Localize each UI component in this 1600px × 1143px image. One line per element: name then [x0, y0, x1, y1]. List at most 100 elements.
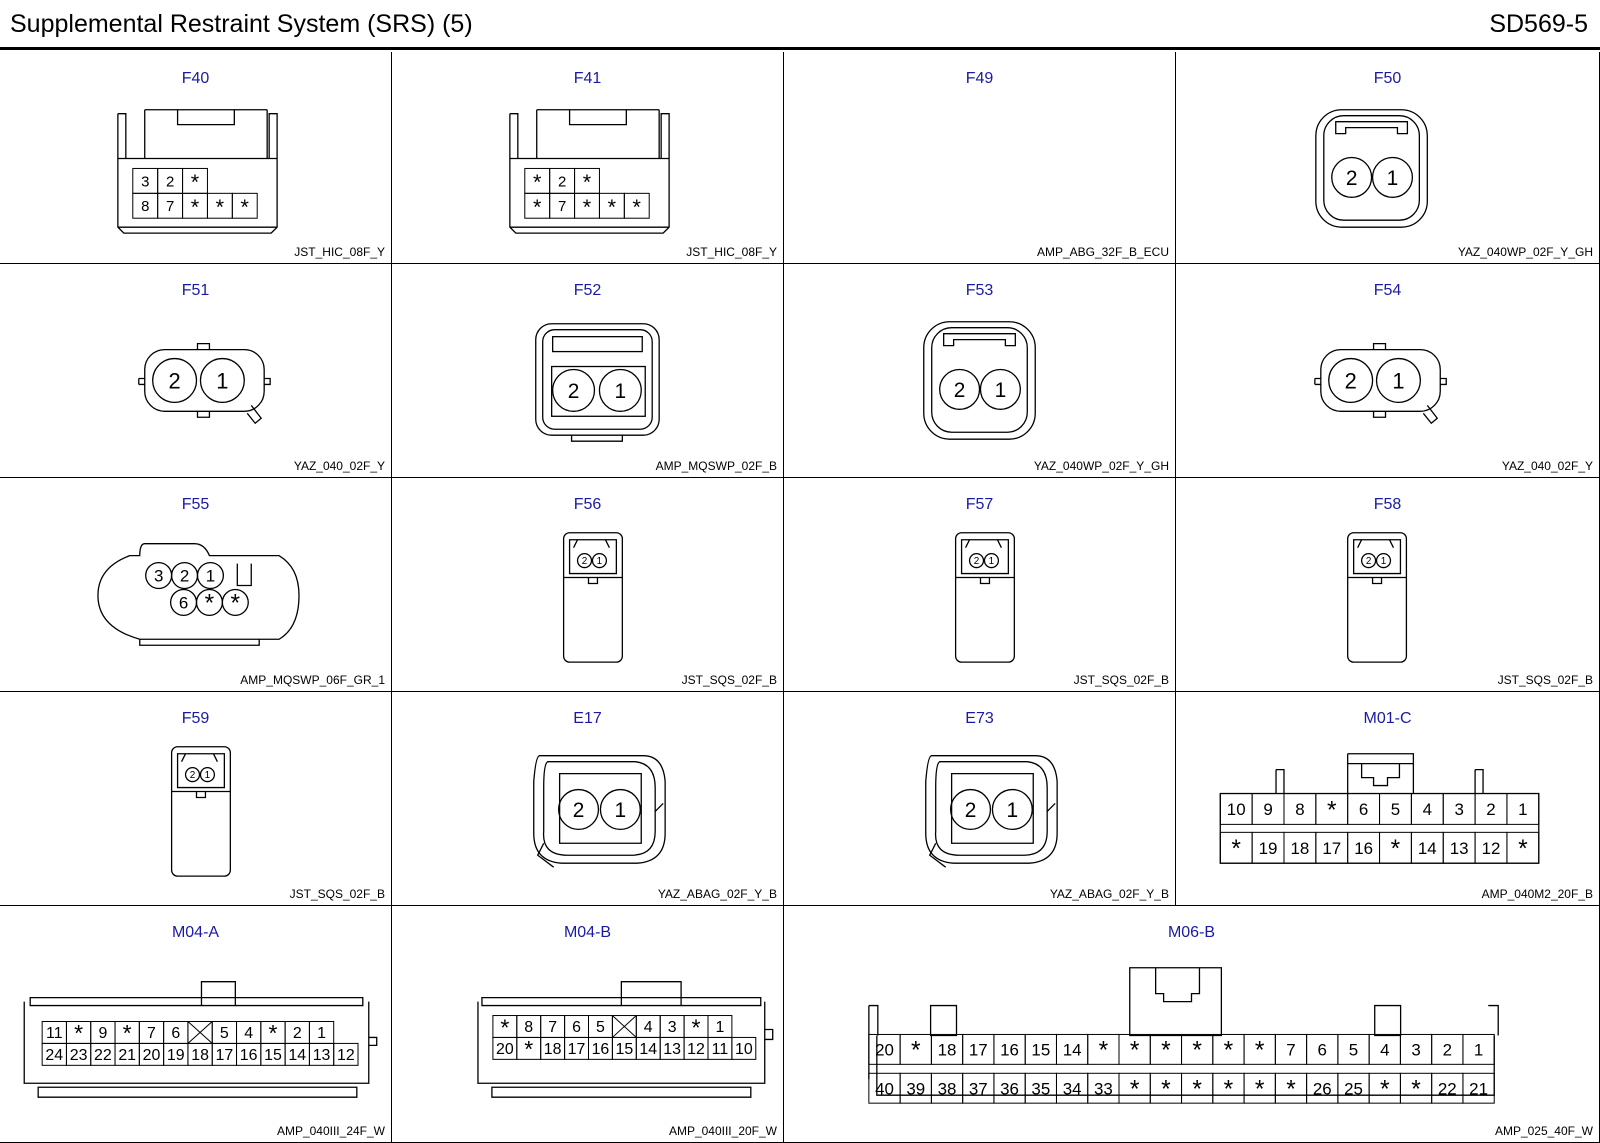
- pin-label: 14: [639, 1041, 657, 1058]
- housing-outline: [477, 981, 774, 1098]
- pin-cavity: [968, 552, 985, 569]
- pin-cell: [1462, 1033, 1495, 1065]
- housing-outline: [97, 543, 300, 640]
- pin-label: 1: [317, 1025, 326, 1042]
- pin-cavity: [949, 788, 992, 831]
- pin-label: 38: [938, 1079, 957, 1098]
- connector-id: F54: [1373, 282, 1402, 299]
- connector-type: YAZ_ABAG_02F_Y_B: [1049, 887, 1169, 901]
- housing-outline: [1347, 532, 1408, 663]
- housing-outline: [138, 342, 271, 425]
- pin-label: 18: [938, 1040, 957, 1059]
- housing-outline: [1320, 348, 1441, 412]
- pin-label: 7: [166, 198, 174, 215]
- pin-label: 21: [1469, 1079, 1488, 1098]
- connector-type: JST_SQS_02F_B: [289, 887, 385, 901]
- housing-outline: [533, 755, 666, 864]
- pin-label: 22: [94, 1047, 112, 1064]
- pin-label: 2: [180, 567, 189, 586]
- pin-cavity: [1375, 357, 1421, 403]
- pin-label: 1: [1381, 556, 1387, 567]
- housing-outline: [570, 435, 623, 442]
- housing-outline: [1323, 115, 1420, 221]
- pin-label: 15: [264, 1047, 282, 1064]
- pin-label: 2: [166, 173, 174, 190]
- housing-outline: [955, 539, 1015, 585]
- pin-label: 1: [716, 1019, 725, 1036]
- pin-label: *: [191, 194, 200, 219]
- pin-label: 13: [1450, 839, 1469, 858]
- pin-label: 9: [98, 1025, 107, 1042]
- pin-cavity: [221, 588, 249, 617]
- connector-type: JST_HIC_08F_Y: [686, 245, 777, 259]
- pin-label: *: [1255, 1038, 1265, 1065]
- pin-label: *: [1161, 1038, 1171, 1065]
- pin-label: *: [205, 591, 215, 618]
- pin-cavity: [199, 357, 245, 403]
- connector-type: JST_HIC_08F_Y: [294, 245, 385, 259]
- pin-label: 2: [558, 173, 566, 190]
- connector-diagram: *2**7***: [509, 109, 670, 234]
- pin-label: 1: [615, 799, 627, 822]
- pin-label: 23: [70, 1047, 88, 1064]
- pin-label: 2: [1486, 800, 1495, 819]
- connector-id: M04-A: [171, 924, 220, 941]
- pin-label: 14: [1063, 1040, 1082, 1059]
- connector-id: F41: [573, 70, 602, 87]
- pin-cavity: [599, 788, 641, 831]
- housing-outline: [1347, 539, 1407, 585]
- pin-label: 2: [582, 556, 588, 567]
- pin-label: *: [1327, 797, 1337, 824]
- pin-label: 2: [169, 368, 181, 393]
- pin-label: 2: [1345, 368, 1357, 393]
- pin-label: *: [1099, 1038, 1109, 1065]
- pin-label: 1: [205, 770, 211, 781]
- pin-label: 11: [46, 1025, 63, 1042]
- pin-label: *: [533, 169, 542, 194]
- pin-label: 1: [597, 556, 603, 567]
- pin-label: 5: [596, 1019, 605, 1036]
- pin-label: *: [1224, 1038, 1234, 1065]
- pin-label: 6: [1359, 800, 1368, 819]
- pin-label: 1: [1518, 800, 1527, 819]
- pin-cavity: [1331, 156, 1373, 198]
- housing-outline: [551, 365, 646, 417]
- pin-label: *: [1161, 1077, 1171, 1104]
- pin-label: 15: [615, 1041, 633, 1058]
- housing-outline: [552, 336, 643, 353]
- connector-type: YAZ_040WP_02F_Y_GH: [1033, 459, 1169, 473]
- connector-id: F58: [1373, 496, 1402, 513]
- pin-label: 12: [337, 1047, 355, 1064]
- connector-diagram: 161514131211109****4321323130*28272625*2…: [784, 52, 1175, 263]
- pin-label: 12: [687, 1041, 705, 1058]
- housing-outline: [954, 532, 1015, 663]
- pin-cavity: [979, 368, 1021, 410]
- pin-label: *: [123, 1020, 132, 1046]
- housing-outline: [1275, 753, 1484, 794]
- connector-type: AMP_MQSWP_06F_GR_1: [240, 673, 385, 687]
- pin-label: *: [1255, 1077, 1265, 1104]
- pin-label: 4: [1423, 800, 1432, 819]
- pin-label: *: [1231, 836, 1241, 863]
- pin-label: *: [1380, 1077, 1390, 1104]
- connector-type: AMP_ABG_32F_B_ECU: [1036, 245, 1169, 259]
- connector-type: YAZ_ABAG_02F_Y_B: [657, 887, 777, 901]
- pin-label: 6: [572, 1019, 581, 1036]
- pin-label: 5: [220, 1025, 229, 1042]
- pin-label: *: [74, 1020, 83, 1046]
- pin-label: 3: [141, 173, 149, 190]
- pin-label: 33: [1094, 1079, 1113, 1098]
- connector-type: JST_SQS_02F_B: [1073, 673, 1169, 687]
- pin-label: 37: [969, 1079, 988, 1098]
- pin-label: 21: [118, 1047, 136, 1064]
